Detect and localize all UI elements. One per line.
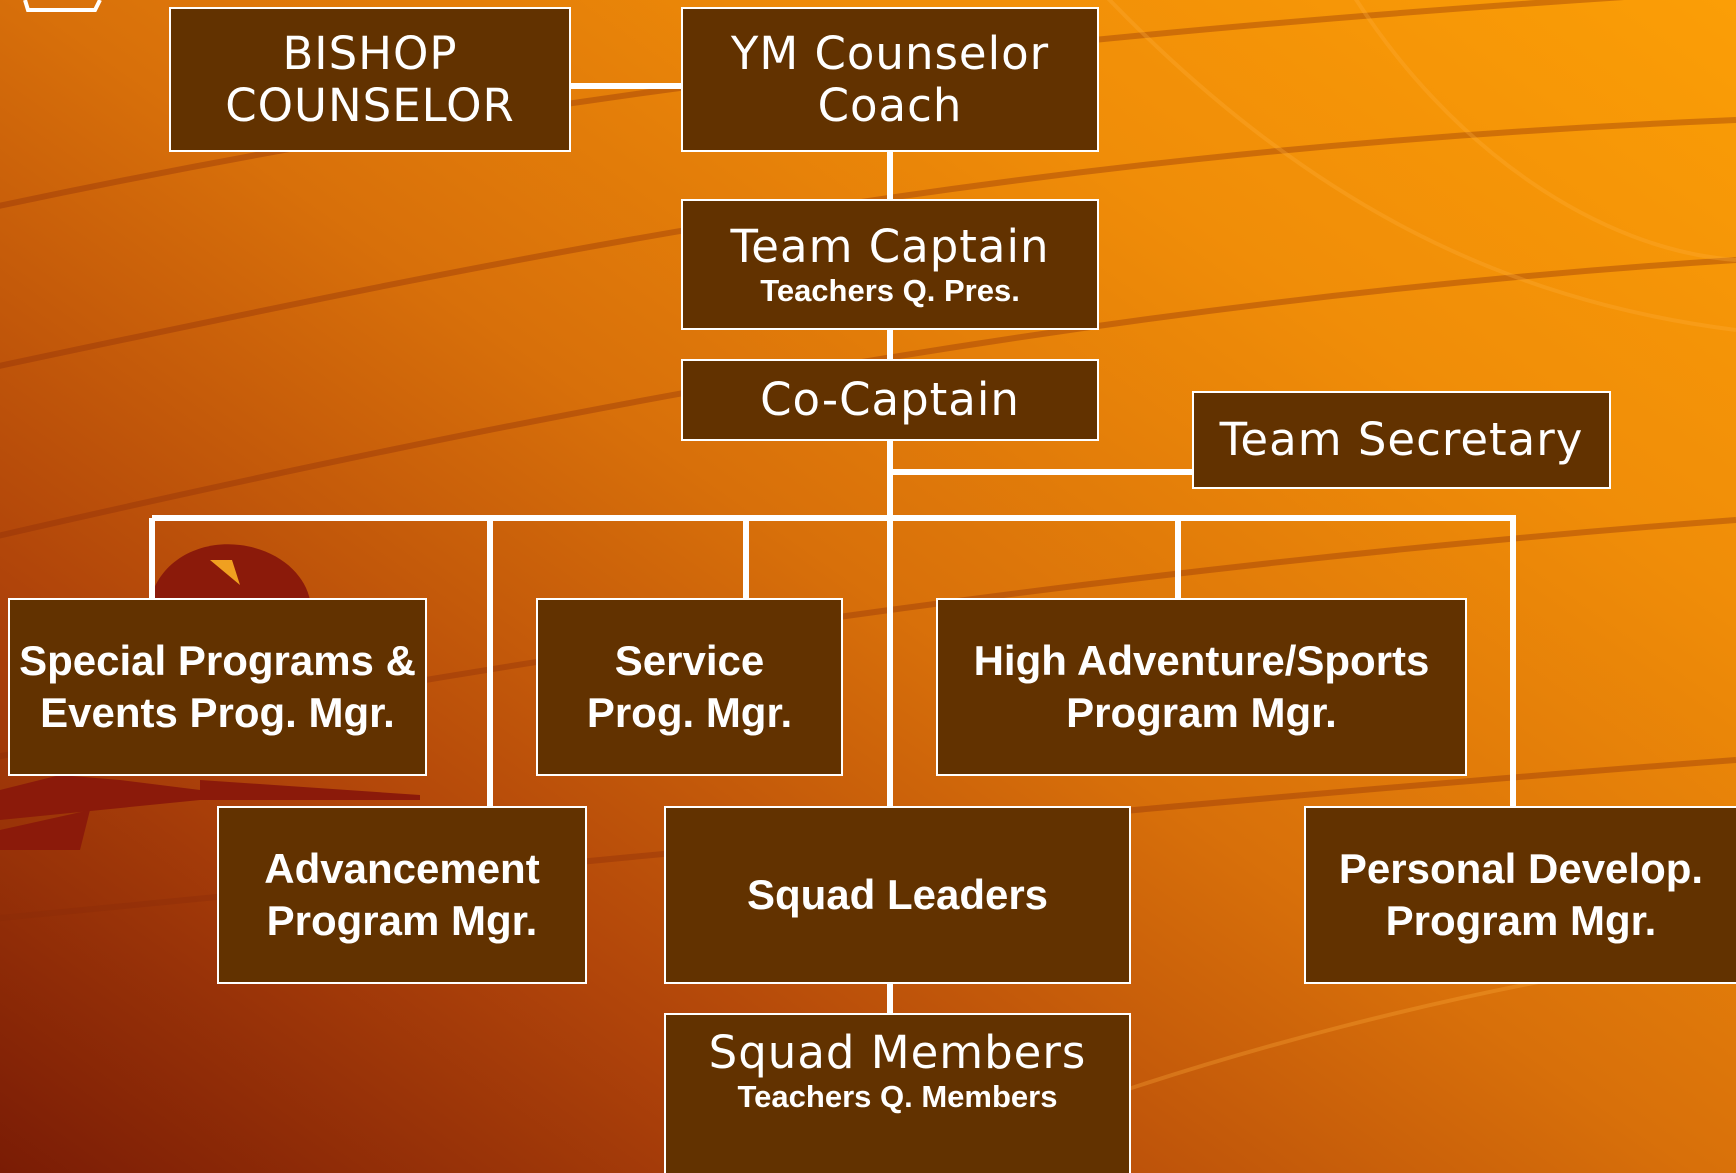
special-programs-box: Special Programs & Events Prog. Mgr. [8,598,427,776]
squad-members-title: Squad Members [708,1026,1087,1079]
personal-develop-box: Personal Develop. Program Mgr. [1304,806,1736,984]
special-programs-title: Special Programs & Events Prog. Mgr. [19,637,416,736]
squad-members-box: Squad Members Teachers Q. Members [664,1013,1131,1173]
service-title: Service Prog. Mgr. [586,637,793,736]
team-captain-box: Team Captain Teachers Q. Pres. [681,199,1099,330]
team-captain-subtitle: Teachers Q. Pres. [760,272,1020,308]
high-adventure-box: High Adventure/Sports Program Mgr. [936,598,1467,776]
corner-logo-icon [23,0,102,12]
squad-members-subtitle: Teachers Q. Members [737,1079,1058,1114]
squad-leaders-title: Squad Leaders [746,871,1049,918]
squad-leaders-box: Squad Leaders [664,806,1131,984]
runner-illustration [0,544,420,850]
team-captain-title: Team Captain [730,219,1050,273]
team-secretary-title: Team Secretary [1219,413,1584,466]
service-box: Service Prog. Mgr. [536,598,843,776]
personal-develop-title: Personal Develop. Program Mgr. [1338,845,1704,944]
ym-counselor-coach-title: YM Counselor Coach [730,26,1050,132]
co-captain-title: Co-Captain [760,373,1020,426]
bishop-counselor-box: BISHOP COUNSELOR [169,7,571,152]
high-adventure-title: High Adventure/Sports Program Mgr. [973,637,1430,736]
bishop-counselor-title: BISHOP COUNSELOR [225,26,515,132]
ym-counselor-coach-box: YM Counselor Coach [681,7,1099,152]
team-secretary-box: Team Secretary [1192,391,1611,489]
co-captain-box: Co-Captain [681,359,1099,441]
advancement-box: Advancement Program Mgr. [217,806,587,984]
advancement-title: Advancement Program Mgr. [264,845,540,944]
